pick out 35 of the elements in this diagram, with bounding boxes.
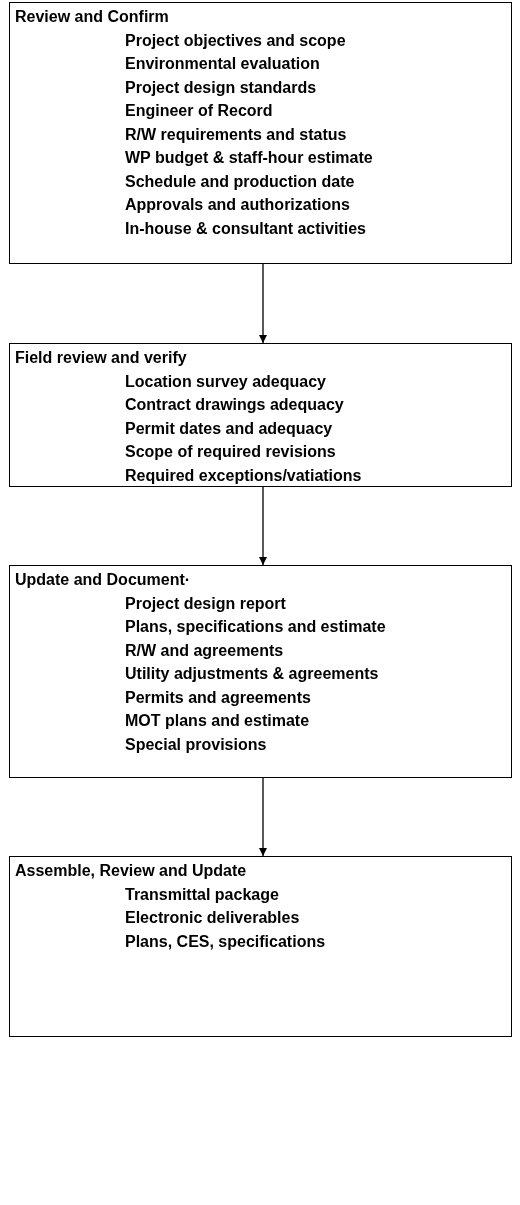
list-item: WP budget & staff-hour estimate <box>125 148 373 168</box>
list-item: Project design standards <box>125 77 317 98</box>
list-item: Scope of required revisions <box>125 442 336 462</box>
list-item: Approvals and authorizations <box>125 195 350 215</box>
list-item: Permit dates and adequacy <box>125 418 333 439</box>
list-item: Schedule and production date <box>125 171 355 192</box>
box-heading: Assemble, Review and Update <box>15 861 247 881</box>
process-box <box>9 343 512 487</box>
list-item: Location survey adequacy <box>125 371 326 392</box>
list-item: Required exceptions/vatiations <box>125 465 362 486</box>
box-heading: Field review and verify <box>15 348 187 368</box>
list-item: Project design report <box>125 593 286 614</box>
list-item: Electronic deliverables <box>125 908 300 928</box>
list-item: Plans, specifications and estimate <box>125 617 386 637</box>
box-heading: Update and Document· <box>15 570 191 590</box>
process-box <box>9 565 512 778</box>
list-item: R/W and agreements <box>125 640 284 661</box>
list-item: R/W requirements and status <box>125 124 347 145</box>
list-item: Transmittal package <box>125 884 279 905</box>
list-item: MOT plans and estimate <box>125 711 310 731</box>
arrow <box>259 263 267 344</box>
list-item: Environmental evaluation <box>125 54 320 74</box>
list-item: Utility adjustments & agreements <box>125 664 379 684</box>
box-heading: Review and Confirm <box>15 7 169 27</box>
process-box <box>9 856 512 1037</box>
list-item: Contract drawings adequacy <box>125 395 344 415</box>
process-box <box>9 2 512 264</box>
arrow <box>259 486 267 566</box>
arrow <box>259 777 267 857</box>
list-item: Engineer of Record <box>125 101 273 121</box>
list-item: Project objectives and scope <box>125 30 346 51</box>
list-item: Permits and agreements <box>125 687 311 708</box>
list-item: Plans, CES, specifications <box>125 931 326 952</box>
list-item: Special provisions <box>125 734 267 755</box>
list-item: In-house & consultant activities <box>125 218 366 239</box>
